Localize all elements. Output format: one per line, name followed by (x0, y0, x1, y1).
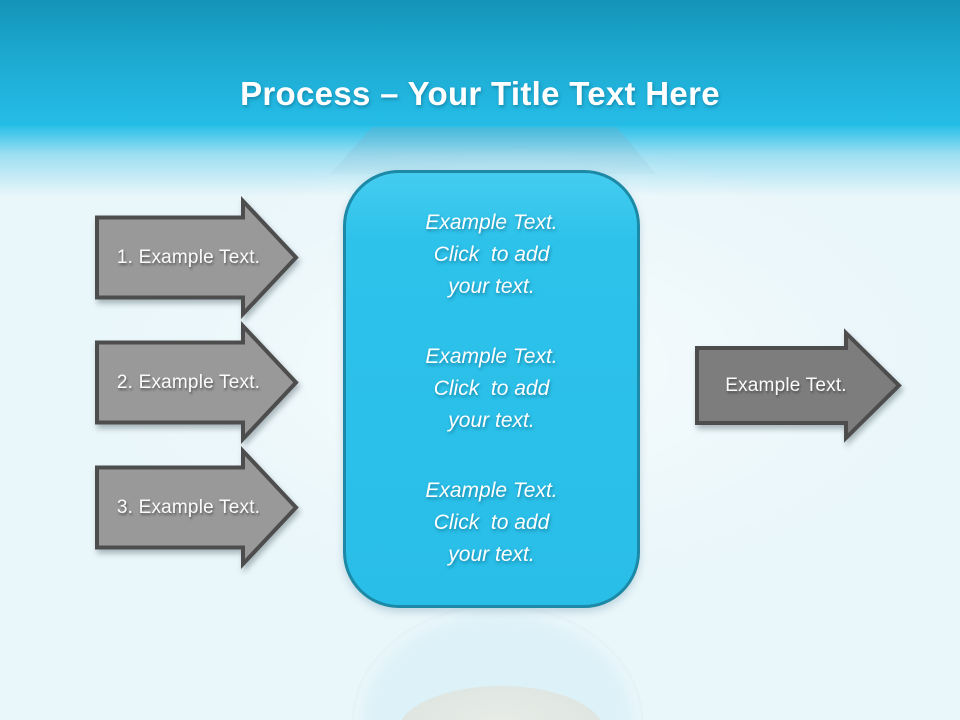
slide-title: Process – Your Title Text Here (0, 75, 960, 113)
arrow-right-polygon (95, 195, 299, 320)
process-step-arrow-1[interactable]: 1. Example Text. (95, 195, 299, 320)
process-step-arrow-2[interactable]: 2. Example Text. (95, 320, 299, 445)
header-band (0, 0, 960, 126)
arrow-label[interactable]: 3. Example Text. (116, 496, 261, 518)
text-placeholder-2[interactable]: Example Text. Click to add your text. (425, 345, 558, 432)
arrow-right-shape-icon (95, 320, 299, 445)
process-step-arrow-3[interactable]: 3. Example Text. (95, 445, 299, 570)
arrow-label[interactable]: 1. Example Text. (116, 246, 261, 268)
arrow-right-polygon (695, 328, 902, 443)
text-placeholder-1[interactable]: Example Text. Click to add your text. (425, 211, 558, 298)
arrow-right-shape-icon (695, 328, 902, 443)
process-output-arrow[interactable]: Example Text. (695, 328, 902, 443)
arrow-right-shape-icon (95, 445, 299, 570)
text-placeholder-3[interactable]: Example Text. Click to add your text. (425, 479, 558, 566)
arrow-label[interactable]: Example Text. (725, 374, 847, 396)
arrow-label[interactable]: 2. Example Text. (116, 371, 261, 393)
title-keyword: Process (240, 75, 371, 113)
arrow-right-polygon (95, 320, 299, 445)
center-text-box[interactable]: Example Text. Click to add your text. Ex… (343, 170, 640, 608)
title-subtitle: – Your Title Text Here (370, 75, 720, 113)
arrow-right-polygon (95, 445, 299, 570)
arrow-right-shape-icon (95, 195, 299, 320)
hourglass-top-beam (330, 127, 656, 174)
